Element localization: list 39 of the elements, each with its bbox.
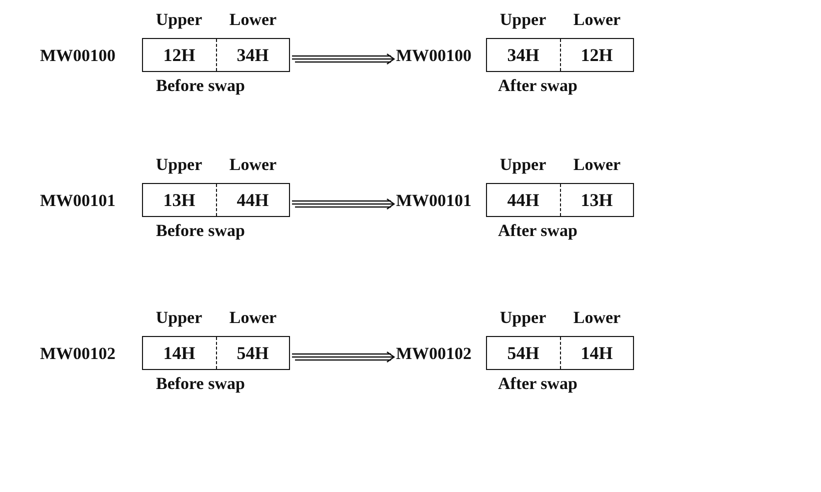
- register-name: MW00100: [40, 46, 116, 66]
- column-header: Lower: [572, 155, 622, 175]
- box-label: After swap: [498, 374, 578, 394]
- double-arrow: [291, 53, 395, 65]
- byte-value: 14H: [580, 342, 613, 364]
- column-header: Lower: [228, 308, 278, 328]
- double-arrow: [291, 351, 395, 363]
- register-name: MW00101: [396, 191, 472, 211]
- byte-value: 13H: [580, 190, 613, 210]
- column-header: Upper: [154, 10, 204, 30]
- column-header: Upper: [154, 155, 204, 175]
- byte-value: 44H: [236, 190, 269, 210]
- register-name: MW00102: [40, 344, 116, 364]
- box-label: After swap: [498, 221, 578, 241]
- byte-value: 13H: [163, 190, 196, 210]
- box-label: Before swap: [156, 221, 245, 241]
- byte-value: 54H: [236, 342, 269, 364]
- box-label: After swap: [498, 76, 578, 96]
- byte-value: 54H: [507, 342, 540, 364]
- register-name: MW00101: [40, 191, 116, 211]
- byte-value: 44H: [507, 190, 540, 210]
- column-header: Upper: [154, 308, 204, 328]
- column-header: Lower: [572, 10, 622, 30]
- byte-value: 14H: [163, 342, 196, 364]
- box-label: Before swap: [156, 374, 245, 394]
- column-header: Lower: [228, 10, 278, 30]
- column-header: Lower: [572, 308, 622, 328]
- byte-value: 12H: [580, 44, 613, 66]
- register-name: MW00102: [396, 344, 472, 364]
- byte-value: 12H: [163, 44, 196, 66]
- double-arrow: [291, 198, 395, 210]
- register-name: MW00100: [396, 46, 472, 66]
- byte-value: 34H: [507, 44, 540, 66]
- column-header: Upper: [498, 155, 548, 175]
- column-header: Upper: [498, 308, 548, 328]
- box-label: Before swap: [156, 76, 245, 96]
- column-header: Upper: [498, 10, 548, 30]
- column-header: Lower: [228, 155, 278, 175]
- byte-value: 34H: [236, 44, 269, 66]
